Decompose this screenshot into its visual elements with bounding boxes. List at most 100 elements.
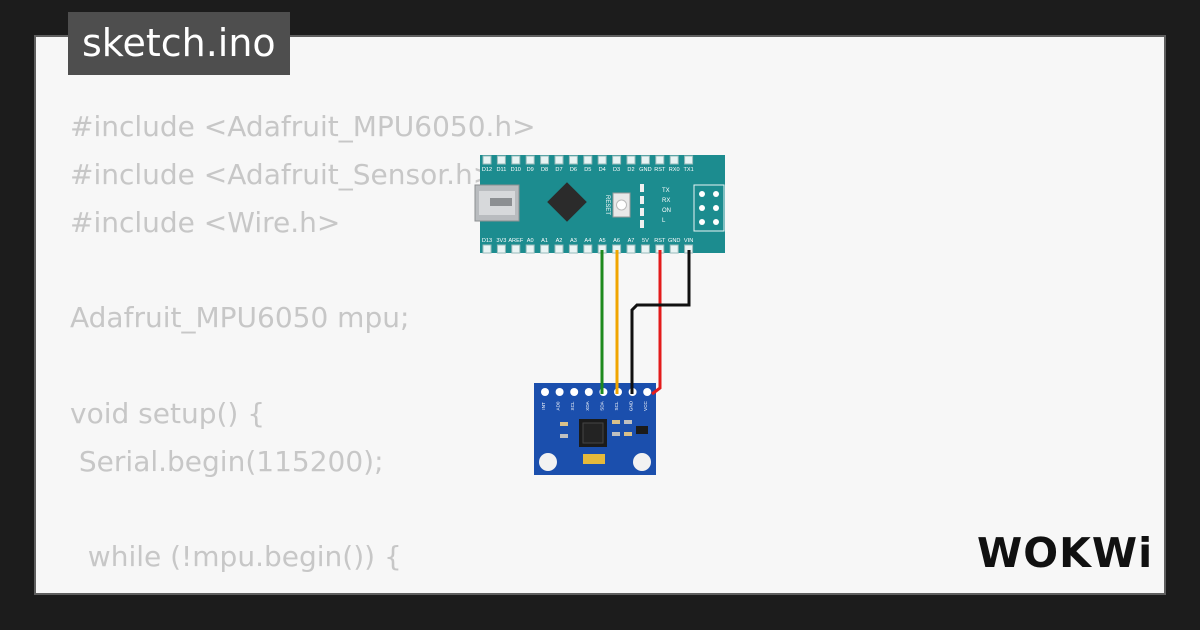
arduino-pin-label: A6 xyxy=(613,238,620,244)
atmega-chip xyxy=(547,182,587,222)
arduino-pin-3v3[interactable] xyxy=(496,244,506,254)
code-line: #include <Wire.h> xyxy=(70,205,341,239)
arduino-pin-label: D13 xyxy=(482,238,492,244)
arduino-pin-label: D10 xyxy=(511,167,521,173)
icsp-header xyxy=(693,184,725,232)
arduino-pin-d7[interactable] xyxy=(554,155,564,165)
mpu-pin-label: INT xyxy=(541,402,546,410)
arduino-pin-a1[interactable] xyxy=(540,244,550,254)
arduino-pin-label: GND xyxy=(668,238,680,244)
arduino-pin-d10[interactable] xyxy=(511,155,521,165)
arduino-pin-d3[interactable] xyxy=(612,155,622,165)
code-line: #include <Adafruit_Sensor.h> xyxy=(70,157,497,191)
arduino-pin-d13[interactable] xyxy=(482,244,492,254)
arduino-pin-label: 5V xyxy=(642,238,649,244)
arduino-pin-a4[interactable] xyxy=(583,244,593,254)
arduino-bottom-header xyxy=(482,244,694,254)
mpu-pin-xda[interactable] xyxy=(584,388,593,396)
arduino-pin-a0[interactable] xyxy=(525,244,535,254)
arduino-pin-label: VIN xyxy=(684,238,693,244)
mpu-pin-label: XCL xyxy=(570,401,575,410)
arduino-pin-tx1[interactable] xyxy=(684,155,694,165)
arduino-pin-label: GND xyxy=(639,167,651,173)
mpu-pin-label: SCL xyxy=(614,401,619,410)
mpu-pin-label: VCC xyxy=(643,400,648,410)
arduino-pin-a3[interactable] xyxy=(568,244,578,254)
arduino-pin-d6[interactable] xyxy=(568,155,578,165)
arduino-pin-label: D12 xyxy=(482,167,492,173)
wokwi-logo: WOKWi xyxy=(977,529,1150,577)
arduino-pin-label: TX1 xyxy=(683,167,693,173)
arduino-pin-label: A2 xyxy=(556,238,563,244)
arduino-pin-label: 3V3 xyxy=(496,238,506,244)
arduino-pin-a7[interactable] xyxy=(626,244,636,254)
mpu6050-chip-die xyxy=(582,422,604,444)
arduino-pin-label: D2 xyxy=(627,167,634,173)
code-line: Adafruit_MPU6050 mpu; xyxy=(70,301,410,335)
arduino-pin-d11[interactable] xyxy=(496,155,506,165)
led-label-tx: TX xyxy=(662,188,670,194)
mpu-pin-ad0[interactable] xyxy=(555,388,564,396)
arduino-pin-label: RST xyxy=(654,238,666,244)
status-leds xyxy=(640,184,644,228)
arduino-pin-label: D9 xyxy=(527,167,534,173)
arduino-nano-pcb xyxy=(480,155,725,253)
arduino-pin-d8[interactable] xyxy=(540,155,550,165)
arduino-pin-label: A1 xyxy=(541,238,548,244)
led-label-rx: RX xyxy=(662,198,670,204)
arduino-pin-d9[interactable] xyxy=(525,155,535,165)
reset-button[interactable] xyxy=(612,192,631,218)
arduino-pin-label: AREF xyxy=(508,238,524,244)
arduino-pin-aref[interactable] xyxy=(511,244,521,254)
mpu-pin-vcc[interactable] xyxy=(643,388,652,396)
arduino-pin-label: A3 xyxy=(570,238,577,244)
mpu-pin-label: AD0 xyxy=(556,401,561,410)
file-tab[interactable]: sketch.ino xyxy=(68,12,290,75)
code-line: while (!mpu.begin()) { xyxy=(70,540,402,574)
arduino-pin-d2[interactable] xyxy=(626,155,636,165)
wire-vcc[interactable] xyxy=(651,250,662,396)
arduino-pin-label: A5 xyxy=(599,238,606,244)
wires xyxy=(600,250,691,396)
arduino-pin-d5[interactable] xyxy=(583,155,593,165)
arduino-pin-rx0[interactable] xyxy=(669,155,679,165)
code-line: Serial.begin(115200); xyxy=(70,444,384,478)
wire-gnd[interactable] xyxy=(630,250,691,394)
led-label-on: ON xyxy=(662,208,671,214)
arduino-pin-label: D3 xyxy=(613,167,620,173)
preview-card: #include <Adafruit_MPU6050.h> #include <A… xyxy=(34,35,1166,595)
arduino-pin-label: RST xyxy=(654,167,666,173)
usb-connector xyxy=(474,184,520,222)
arduino-pin-label: D8 xyxy=(541,167,548,173)
arduino-pin-a2[interactable] xyxy=(554,244,564,254)
arduino-pin-label: D6 xyxy=(570,167,577,173)
arduino-pin-d12[interactable] xyxy=(482,155,492,165)
code-line: #include <Adafruit_MPU6050.h> xyxy=(70,110,536,143)
mpu-pin-xcl[interactable] xyxy=(570,388,579,396)
arduino-pin-label: D11 xyxy=(496,167,506,173)
arduino-pin-rst[interactable] xyxy=(655,155,665,165)
mount-hole-left xyxy=(539,453,557,471)
arduino-pin-gnd[interactable] xyxy=(669,244,679,254)
arduino-pin-d4[interactable] xyxy=(597,155,607,165)
arduino-pin-label: A7 xyxy=(628,238,635,244)
reset-label: RESET xyxy=(604,195,610,215)
arduino-top-header xyxy=(482,155,694,165)
arduino-pin-label: D7 xyxy=(555,167,562,173)
file-tab-label: sketch.ino xyxy=(82,21,276,65)
arduino-pin-5v[interactable] xyxy=(640,244,650,254)
arduino-pin-gnd[interactable] xyxy=(640,155,650,165)
mount-hole-right xyxy=(633,453,651,471)
mpu-pin-int[interactable] xyxy=(541,388,549,396)
wokwi-logo-text: WOKWi xyxy=(977,529,1150,577)
arduino-pin-label: D5 xyxy=(584,167,591,173)
mpu-pin-label: GND xyxy=(629,400,634,411)
arduino-pin-label: A0 xyxy=(527,238,534,244)
mpu-pin-label: XDA xyxy=(585,400,590,410)
